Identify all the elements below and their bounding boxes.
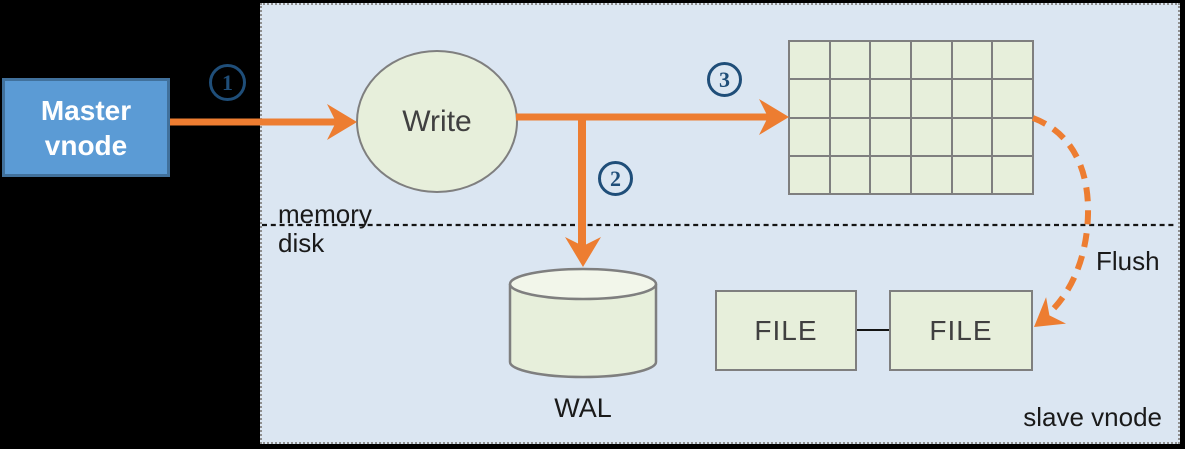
memtable-cell xyxy=(790,42,829,79)
memtable-cell xyxy=(871,42,910,79)
file-box-1: FILE xyxy=(715,290,857,371)
memtable-cell xyxy=(952,156,992,193)
wal-cylinder-top xyxy=(508,267,658,301)
file-box-2-label: FILE xyxy=(929,314,993,346)
memtable-cell xyxy=(912,80,951,117)
memory-label: memory xyxy=(278,199,372,229)
memtable-cell xyxy=(993,80,1032,117)
memtable-cell xyxy=(993,156,1032,193)
memtable-cell xyxy=(952,80,992,117)
file-box-2: FILE xyxy=(889,290,1033,371)
memtable-cell xyxy=(912,156,951,193)
memtable-cell xyxy=(830,42,870,79)
flush-label: Flush xyxy=(1096,246,1160,276)
step-1-badge: 1 xyxy=(209,64,246,101)
memtable-cell xyxy=(993,118,1032,155)
memtable-cell xyxy=(790,118,829,155)
step-3-number: 3 xyxy=(719,66,730,92)
memtable-cell xyxy=(993,42,1032,79)
memtable-cell xyxy=(790,80,829,117)
master-vnode-label-line2: vnode xyxy=(44,129,128,161)
write-node: Write xyxy=(356,50,518,193)
memtable-cell xyxy=(952,118,992,155)
memtable-cell xyxy=(830,118,870,155)
disk-label: disk xyxy=(278,228,325,258)
memtable-cell xyxy=(830,80,870,117)
master-vnode-label-line1: Master xyxy=(40,94,132,126)
wal-cylinder xyxy=(508,267,658,379)
step-2-number: 2 xyxy=(610,165,621,191)
step-1-number: 1 xyxy=(222,69,233,95)
wal-cylinder-body xyxy=(508,284,658,379)
step-3-badge: 3 xyxy=(707,62,742,97)
memtable-cell xyxy=(912,42,951,79)
memtable-cell xyxy=(830,156,870,193)
memtable-cell xyxy=(912,118,951,155)
write-node-label: Write xyxy=(402,104,472,138)
memtable-cell xyxy=(871,118,910,155)
memtable-grid xyxy=(788,40,1034,195)
memtable-cell xyxy=(871,156,910,193)
memtable-cell xyxy=(952,42,992,79)
file-box-1-label: FILE xyxy=(754,314,818,346)
memtable-cell xyxy=(871,80,910,117)
slave-vnode-label: slave vnode xyxy=(1023,402,1162,432)
memtable-cell xyxy=(790,156,829,193)
wal-label: WAL xyxy=(554,393,612,423)
step-2-badge: 2 xyxy=(598,161,633,196)
master-vnode-box: Master vnode xyxy=(2,78,170,177)
